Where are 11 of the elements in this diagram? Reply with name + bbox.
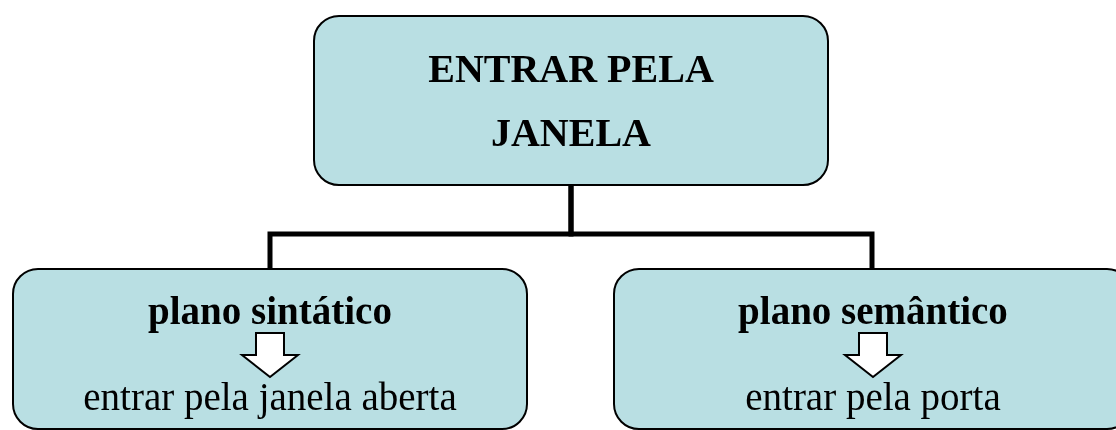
heading-text: plano sintático (148, 289, 392, 332)
rounded-box (12, 268, 528, 430)
block-arrow (842, 332, 904, 379)
heading-text: plano semântico (738, 289, 1008, 332)
block-arrow (239, 332, 301, 379)
body-text: entrar pela janela aberta (83, 375, 457, 418)
rounded-box (613, 268, 1116, 430)
connector-line (568, 186, 875, 268)
title-text: ENTRAR PELA JANELA (427, 44, 715, 157)
title-box (313, 15, 829, 186)
body-text: entrar pela porta (745, 375, 1001, 418)
